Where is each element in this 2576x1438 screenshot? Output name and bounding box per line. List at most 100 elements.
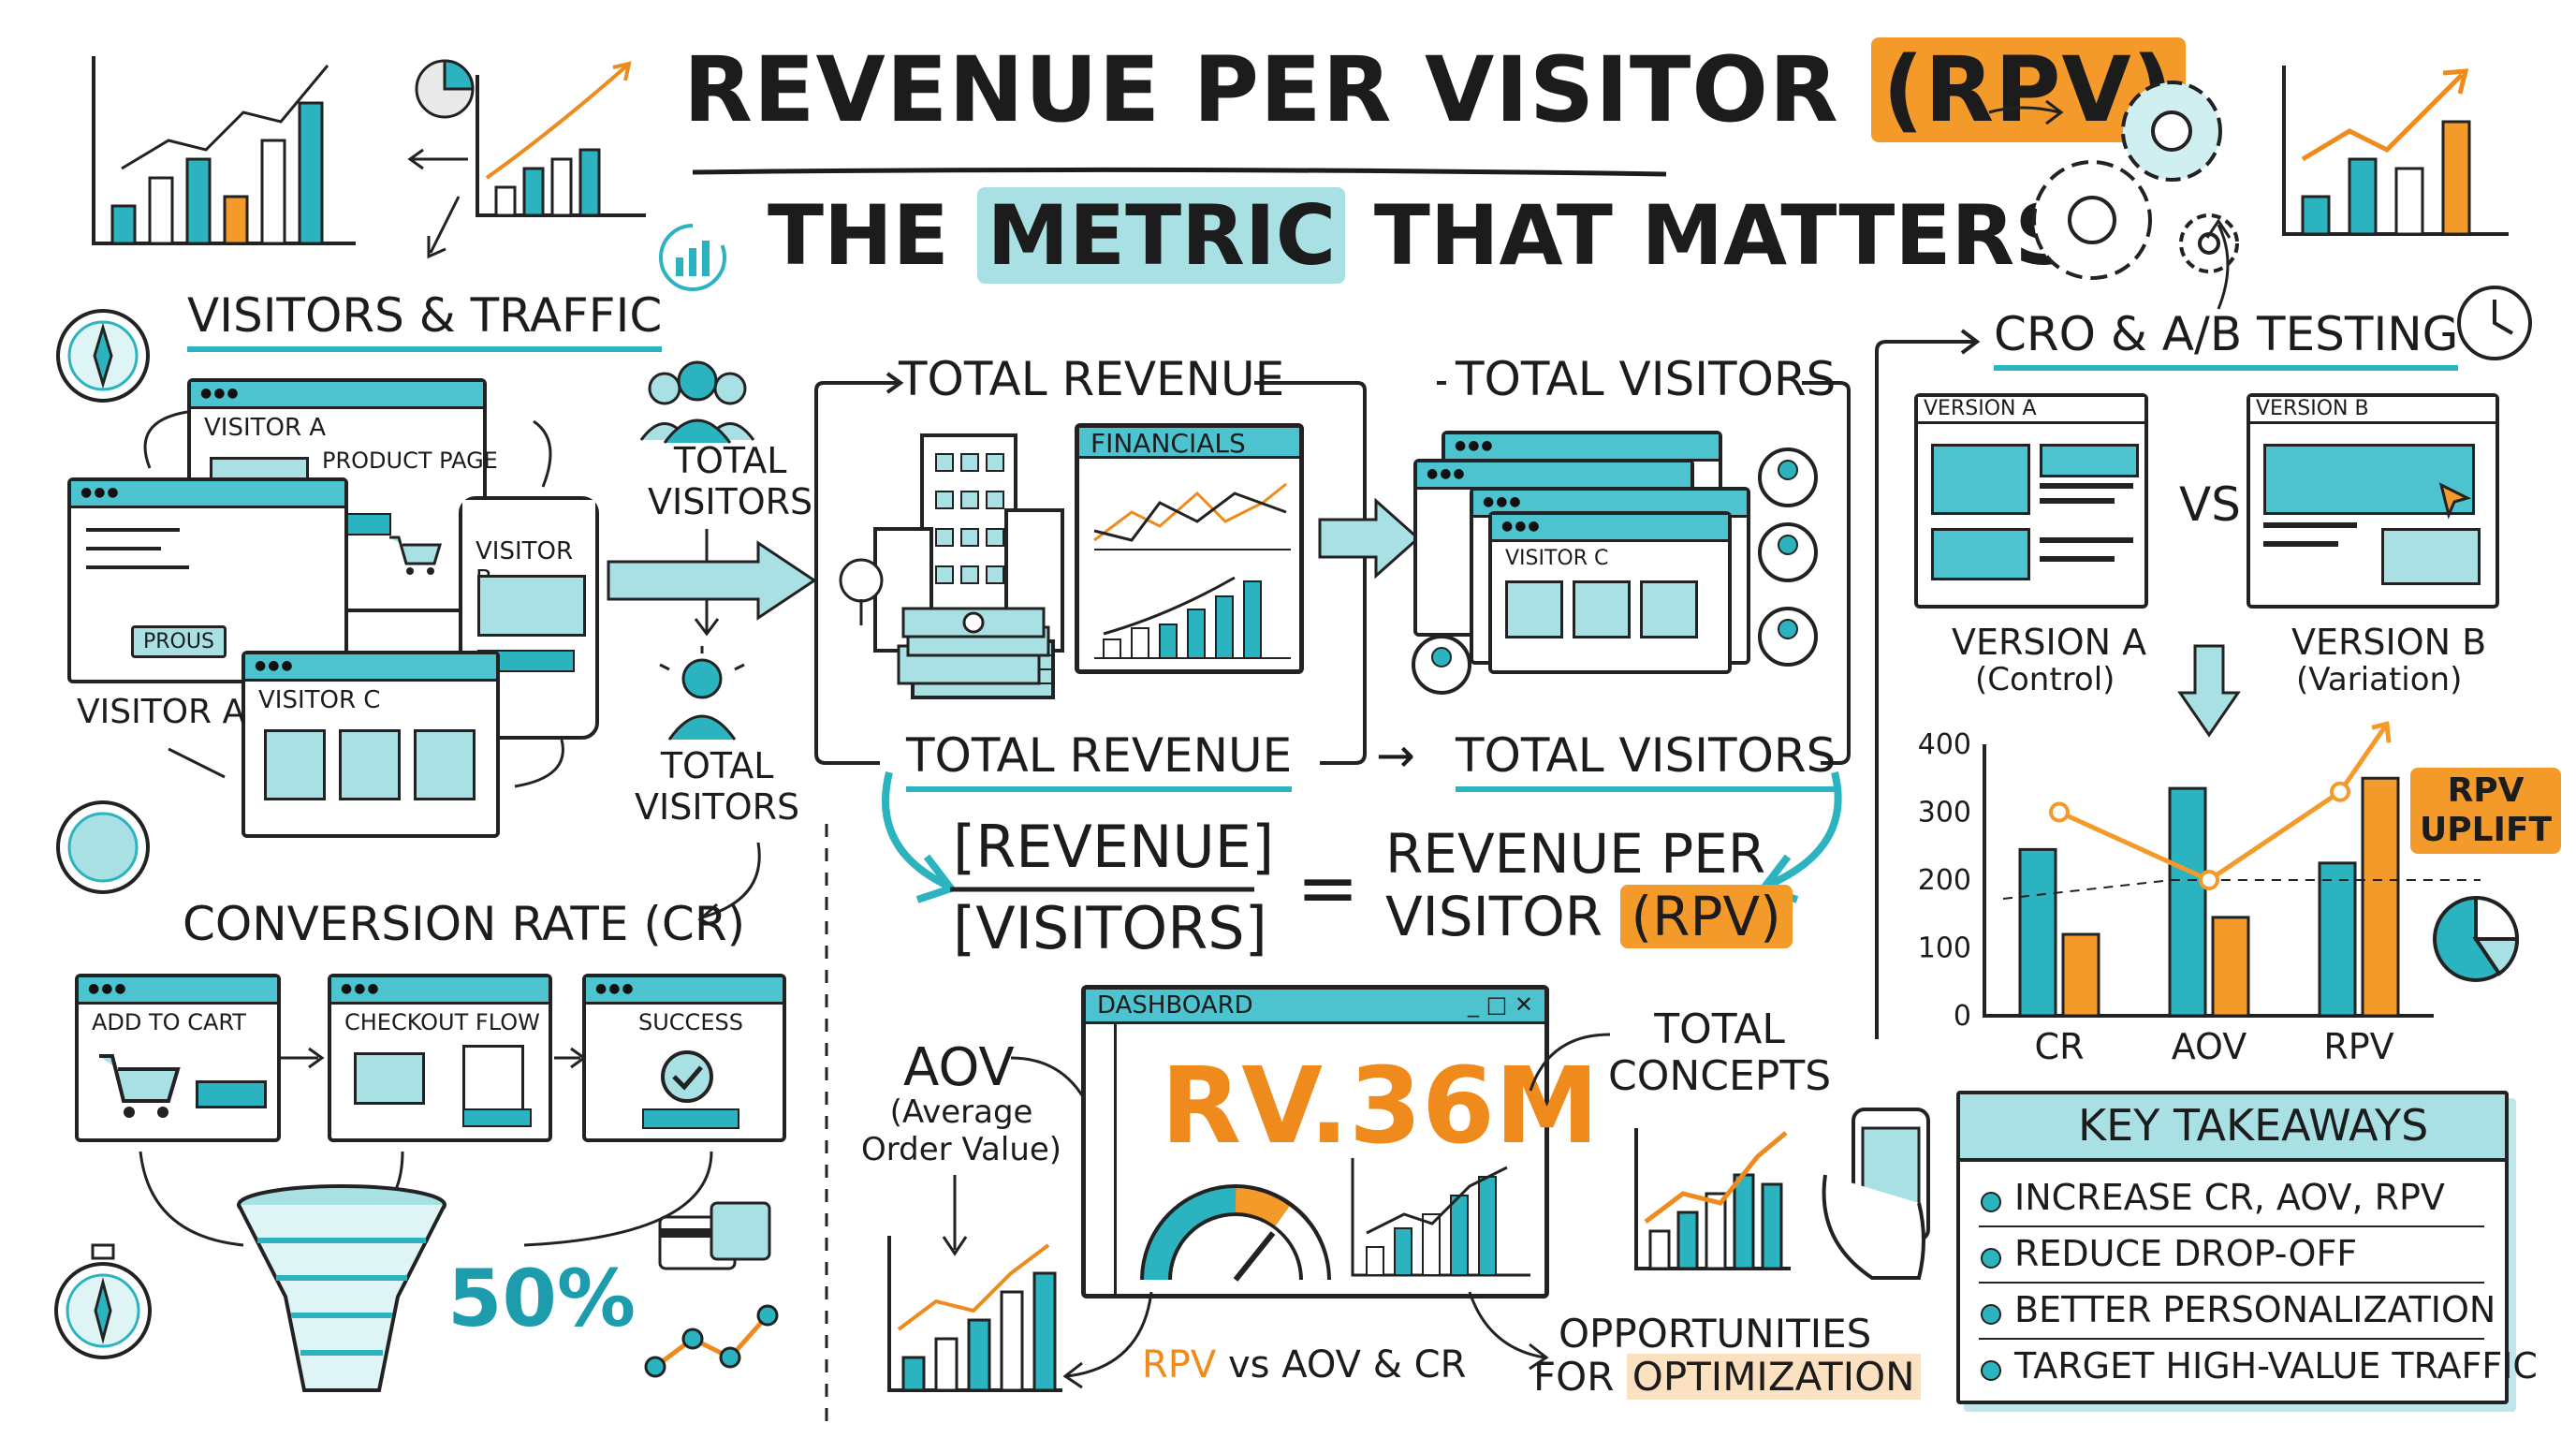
receipt-graphic — [462, 1045, 524, 1116]
total-visitors-top: TOTAL VISITORS — [1456, 352, 1837, 406]
traffic-browser-window: ●●● — [67, 477, 348, 683]
chart-bar-aov-orange — [2211, 916, 2250, 1018]
version-a-window-label: VERSION A — [1924, 397, 2037, 420]
funnel-icon — [237, 1184, 446, 1392]
y-tick-label: 400 — [1918, 728, 1971, 761]
big-teal-arrow — [607, 540, 817, 621]
visitors-bracket — [1437, 381, 1851, 765]
version-b-sub: (Variation) — [2296, 661, 2463, 698]
bottom-connectors — [1062, 1291, 1549, 1389]
chart-line-point — [2049, 801, 2070, 823]
conversion-arrows — [281, 1047, 587, 1069]
chart-bar-rpv-teal — [2318, 861, 2357, 1018]
total-concepts-label: TOTAL CONCEPTS — [1608, 1005, 1832, 1100]
aov-connector — [1010, 1056, 1084, 1096]
version-b-label: VERSION B — [2291, 622, 2487, 663]
chart-line-point — [2199, 870, 2219, 890]
aov-growth-chart — [887, 1236, 1062, 1392]
add-to-cart-button[interactable] — [196, 1080, 267, 1108]
checkout-button[interactable] — [462, 1108, 532, 1127]
cro-down-arrow — [2177, 644, 2241, 738]
checkout-flow-window: ●●● CHECKOUT FLOW — [328, 974, 552, 1142]
add-to-cart-window: ●●● ADD TO CART — [75, 974, 281, 1142]
connector-arrows — [407, 148, 468, 259]
formula-result-visitor: VISITOR — [1385, 885, 1603, 948]
takeaway-divider — [1979, 1282, 2484, 1284]
takeaway-bullet — [1981, 1248, 2001, 1269]
y-tick-label: 100 — [1918, 932, 1971, 965]
funnel-percent: 50% — [447, 1253, 637, 1344]
chart-line-point — [2330, 781, 2350, 802]
visitor-b-label: VISITOR B — [476, 537, 574, 594]
person-icon — [659, 646, 745, 741]
prous-button[interactable]: PROUS — [131, 625, 227, 658]
add-to-cart-label: ADD TO CART — [92, 1009, 246, 1035]
dashboard-bar-chart — [1351, 1158, 1530, 1277]
growth-chart-icon — [476, 61, 646, 217]
version-a-window: VERSION A — [1914, 393, 2148, 609]
aov-down-arrow — [942, 1175, 968, 1256]
total-visitors-bottom: TOTAL VISITORS — [1456, 728, 1837, 792]
y-tick-label: 200 — [1918, 864, 1971, 897]
money-stack-icon — [897, 607, 1050, 685]
opportunities-line-2: FOR OPTIMIZATION — [1533, 1354, 1921, 1400]
version-a-label: VERSION A — [1952, 622, 2147, 663]
checkout-flow-label: CHECKOUT FLOW — [344, 1009, 540, 1035]
stopwatch-compass-icon — [54, 1243, 152, 1359]
shirt-tile — [264, 729, 326, 800]
formula-result-line-1: REVENUE PER — [1385, 822, 1766, 886]
takeaway-bullet — [1981, 1192, 2001, 1212]
financials-line-chart — [1093, 482, 1291, 550]
visitor-avatar-icons — [1412, 448, 1818, 695]
visitor-a-label: VISITOR A — [77, 693, 246, 731]
x-tick-label: RPV — [2323, 1026, 2393, 1067]
success-button[interactable] — [642, 1108, 739, 1129]
formula-equals: = — [1296, 844, 1360, 932]
dashboard-big-value: RV.36M — [1161, 1046, 1600, 1167]
visitor-c-window-label: VISITOR C — [258, 686, 381, 714]
version-b-window-label: VERSION B — [2256, 397, 2369, 420]
takeaway-bullet — [1981, 1360, 2001, 1381]
title-line-2: THE METRIC THAT MATTERS — [768, 187, 2074, 284]
check-circle-icon — [661, 1050, 713, 1103]
formula-result-line-2: VISITOR (RPV) — [1385, 885, 1793, 948]
checkout-card-graphic — [354, 1052, 425, 1105]
title-underline — [692, 167, 1667, 177]
dress-tile — [414, 729, 476, 800]
to-cr-arrow — [697, 842, 761, 931]
fraction-bar — [950, 887, 1254, 892]
product-page-label: PRODUCT PAGE — [322, 448, 498, 474]
rpv-vs-suffix: vs AOV & CR — [1228, 1343, 1467, 1387]
formula-arrow: → — [1376, 728, 1415, 783]
compass-icon — [56, 309, 150, 403]
opportunities-highlight: OPTIMIZATION — [1626, 1354, 1921, 1400]
financials-label: FINANCIALS — [1090, 428, 1246, 459]
concepts-connector — [1529, 1033, 1611, 1092]
traffic-heading: VISITORS & TRAFFIC — [187, 288, 663, 352]
version-b-cta[interactable] — [2263, 444, 2475, 515]
chart-axes — [1983, 744, 2434, 1018]
key-takeaways-heading: KEY TAKEAWAYS — [2078, 1100, 2429, 1151]
chart-bar-rpv-orange — [2361, 776, 2400, 1018]
title-to-gears-arrow — [1988, 99, 2064, 125]
uplift-pie-icon — [2433, 895, 2520, 982]
rpv-uplift-label: RPV UPLIFT — [2410, 768, 2562, 854]
emblem-icon — [56, 800, 150, 894]
dashboard-window-controls[interactable]: _ □ ✕ — [1467, 991, 1533, 1018]
rpv-vs-label: RPV vs AOV & CR — [1142, 1343, 1466, 1387]
card-cart-icon — [658, 1201, 771, 1270]
dashboard-sidebar — [1086, 1023, 1117, 1295]
version-a-sub: (Control) — [1975, 661, 2115, 698]
total-revenue-bottom: TOTAL REVENUE — [906, 728, 1293, 792]
cursor-icon — [2438, 482, 2472, 520]
takeaway-divider — [1979, 1225, 2484, 1227]
cart-icon — [389, 536, 443, 575]
phone-hand-icon — [1822, 1108, 1930, 1280]
title-line-1: REVENUE PER VISITOR (RPV) — [683, 37, 2186, 142]
center-dashed-divider — [825, 824, 828, 1423]
revenue-to-visitors-arrow — [1318, 497, 1421, 580]
success-window: ●●● SUCCESS — [582, 974, 786, 1142]
takeaway-item: TARGET HIGH-VALUE TRAFFIC — [2014, 1345, 2538, 1387]
line-graph-icon — [644, 1304, 779, 1378]
